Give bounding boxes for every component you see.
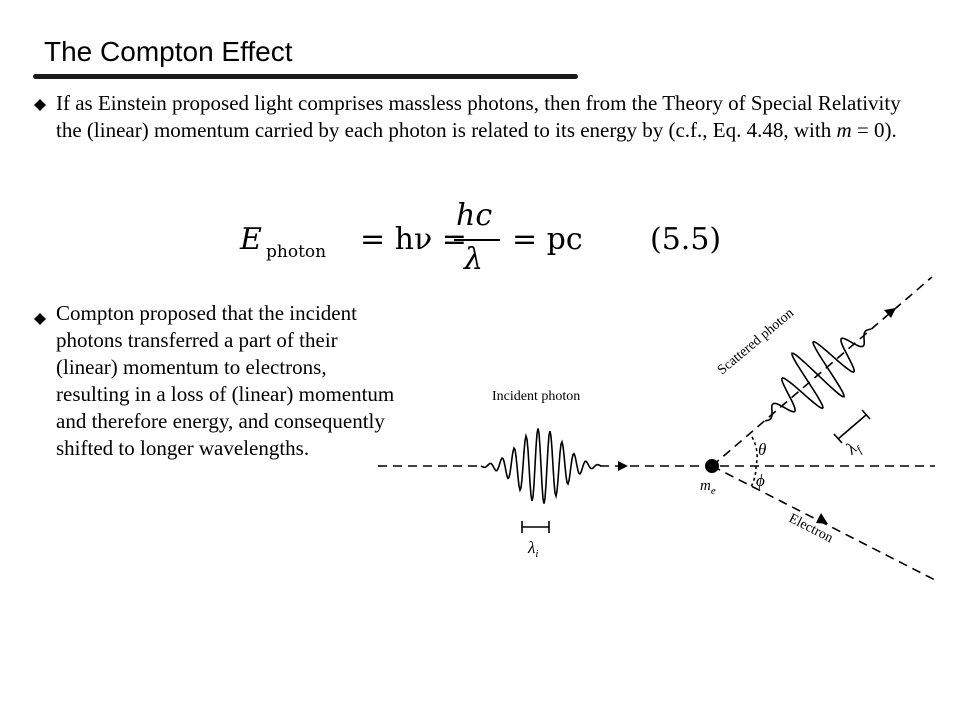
diamond-bullet-icon <box>34 99 46 111</box>
equation-lhs-subscript: photon <box>266 242 327 262</box>
bullet-compton: Compton proposed that the incident photo… <box>56 301 395 460</box>
lambda-i-symbol: λ <box>527 538 535 557</box>
scattered-arrowhead <box>884 308 896 318</box>
slide-title: The Compton Effect <box>44 36 293 67</box>
equation-number: (5.5) <box>650 222 722 257</box>
photon-energy-equation: E photon = hν = hc λ = pc (5.5) <box>240 196 722 282</box>
incident-arrowhead <box>618 461 628 471</box>
equation-fraction-denominator: λ <box>464 242 484 277</box>
phi-label: ϕ <box>756 471 765 490</box>
equation-middle: = hν = <box>360 222 467 257</box>
electron-arrowhead <box>816 513 828 524</box>
bullet-einstein: If as Einstein proposed light comprises … <box>56 90 926 144</box>
theta-label: θ <box>758 440 766 459</box>
lambda-f-tick-upper <box>861 409 871 420</box>
lambda-f-bracket <box>837 414 867 440</box>
lambda-i-subscript: i <box>535 548 538 560</box>
scattered-photon-label: Scattered photon <box>715 306 797 378</box>
bullet-einstein-post: = 0). <box>851 118 897 142</box>
diamond-bullet-icon <box>34 313 46 325</box>
electron-mass-subscript: e <box>711 485 716 497</box>
theta-arc <box>751 436 758 467</box>
incident-photon-label: Incident photon <box>492 389 580 404</box>
equation-rhs: = pc <box>512 222 583 257</box>
scattered-axis <box>711 276 933 467</box>
electron-mass-symbol: m <box>700 478 711 494</box>
mass-variable: m <box>836 118 852 142</box>
equation-fraction-bar <box>454 239 500 241</box>
compton-scattering-diagram: Incident photon Scattered photon Electro… <box>378 276 936 581</box>
electron-dot <box>705 459 719 473</box>
lambda-f-subscript: f <box>854 443 866 455</box>
title-underline <box>33 74 578 79</box>
electron-mass-label: me <box>700 478 716 497</box>
scattered-photon-wave <box>764 328 872 422</box>
lambda-f-label: λf <box>842 436 866 461</box>
equation-lhs: E <box>240 222 262 257</box>
lambda-i-label: λi <box>527 538 538 560</box>
bullet-einstein-pre: If as Einstein proposed light comprises … <box>56 91 901 142</box>
phi-arc <box>750 465 757 488</box>
equation-fraction-numerator: hc <box>456 198 493 233</box>
incident-photon-wave <box>480 428 602 504</box>
